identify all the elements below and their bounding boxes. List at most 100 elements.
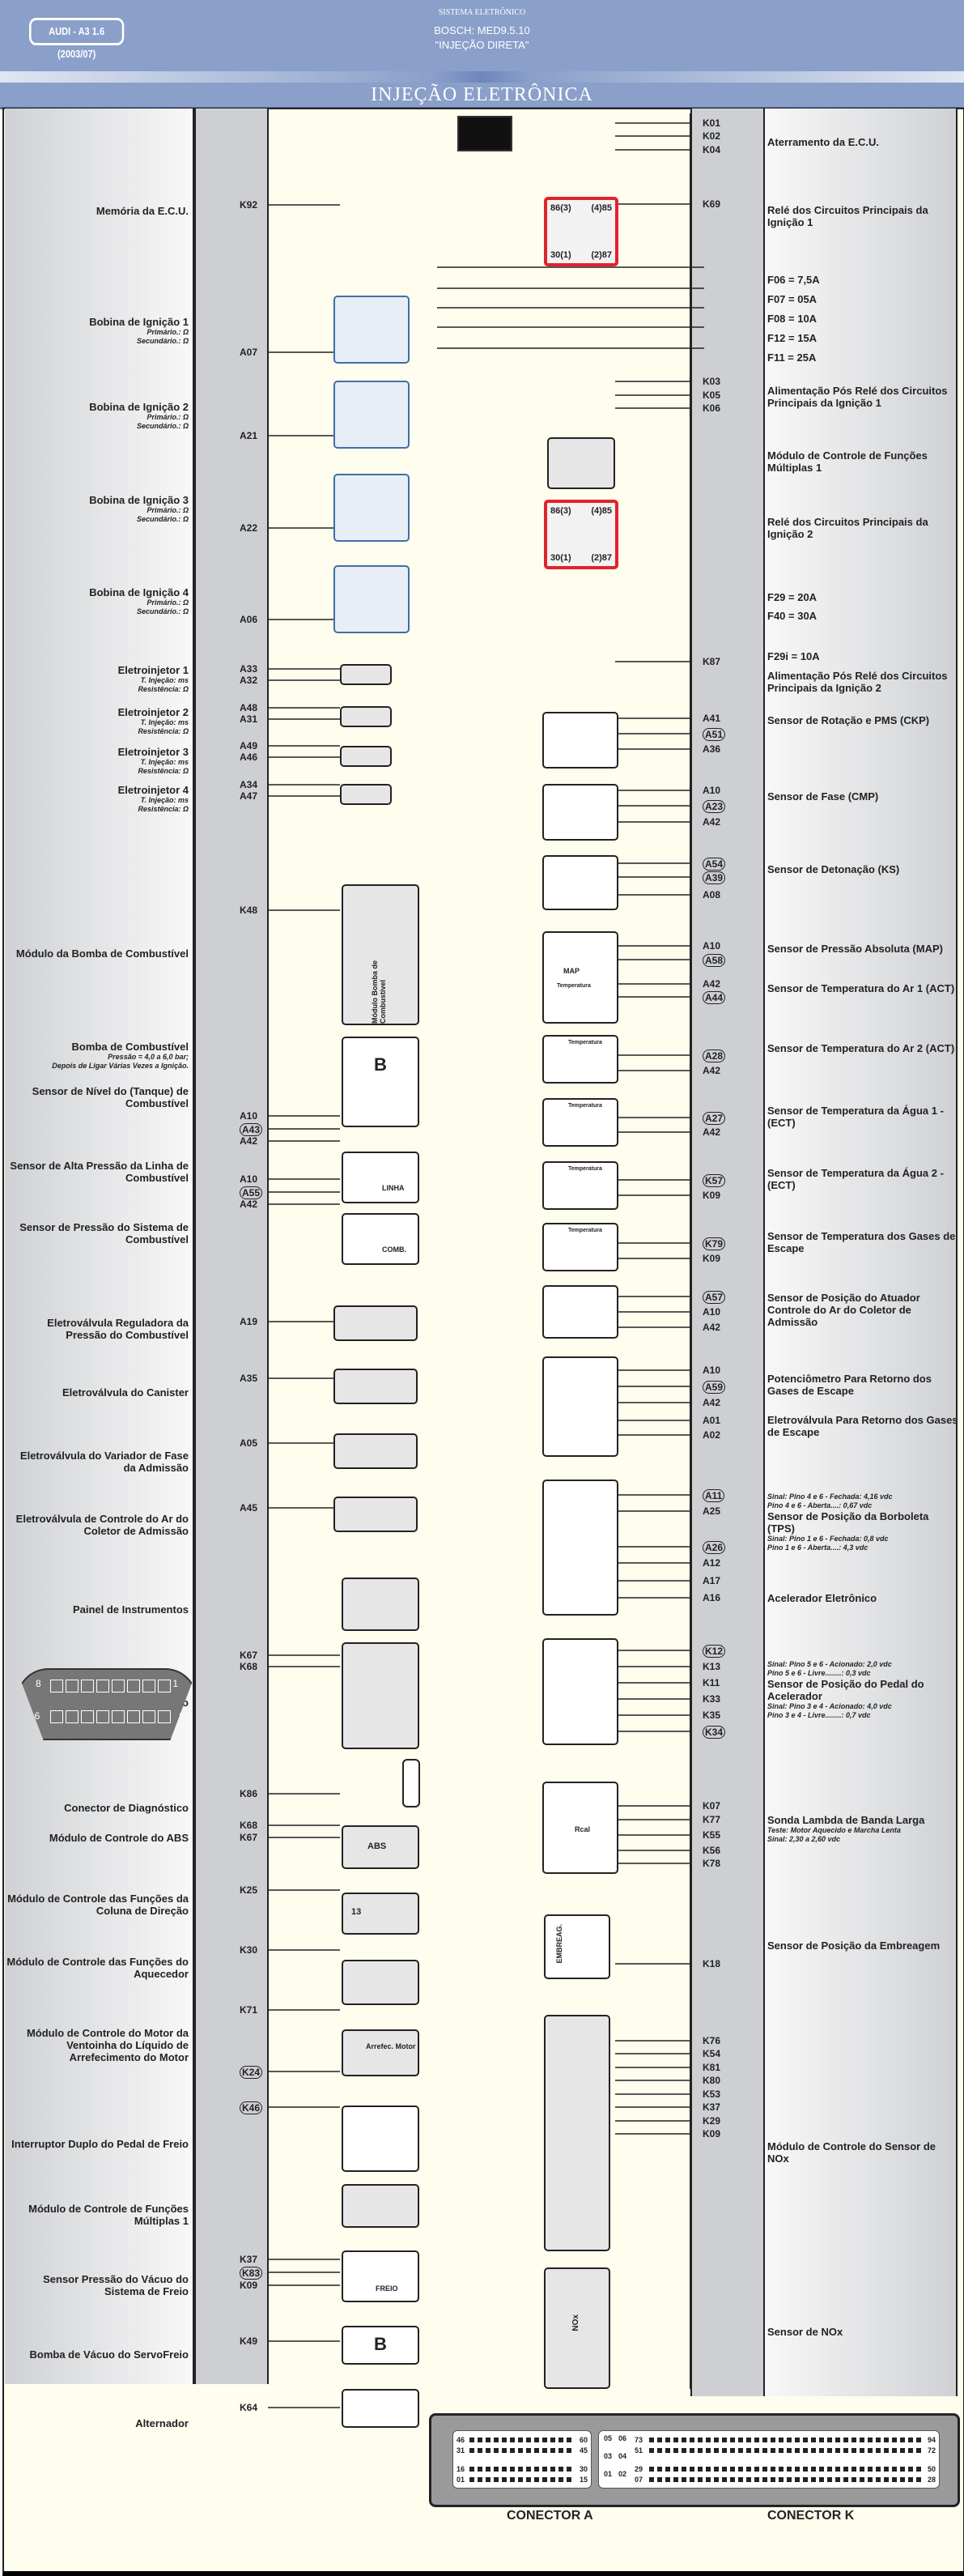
pin-a43: A43 (240, 1123, 263, 1136)
component-name: Bobina de Ignição 4 (89, 586, 189, 598)
right-component-label: Alimentação Pós Relé dos Circuitos Princ… (767, 670, 958, 694)
pin-a10: A10 (703, 940, 721, 952)
conn-k-num: 50 (927, 2465, 936, 2473)
component-spec: Pressão = 4,0 a 6,0 bar; (108, 1053, 189, 1061)
map-label: MAP (563, 967, 580, 975)
temperatura-label: Temperatura (568, 1103, 602, 1109)
battery-icon (457, 116, 512, 151)
lambda-sensor: Rcal (542, 1782, 618, 1874)
component-name: Sensor de Temperatura dos Gases de Escap… (767, 1230, 956, 1254)
pin-a28: A28 (703, 1050, 726, 1062)
pin-k69: K69 (703, 198, 721, 210)
pin-k29: K29 (703, 2115, 721, 2127)
component-name: F29i = 10A (767, 650, 820, 662)
alternator (342, 2389, 419, 2428)
pin-k67: K67 (240, 1650, 258, 1661)
pin-a10: A10 (703, 1365, 721, 1376)
obd-num-8: 8 (36, 1678, 41, 1689)
component-name: Eletroinjetor 1 (117, 664, 189, 676)
component-name: Sensor de Rotação e PMS (CKP) (767, 714, 930, 726)
conn-k-num: 06 (618, 2434, 627, 2442)
brake-vacuum-sensor: FREIO (342, 2250, 419, 2302)
obd-pin-slot (127, 1680, 140, 1692)
diagnostic-module (342, 1642, 419, 1749)
component-name: Eletroválvula do Canister (62, 1386, 189, 1399)
ecu-connector: 46 60 31 45 16 30 01 15 05 06 03 04 01 0… (429, 2413, 960, 2507)
header-divider (0, 71, 964, 83)
ect1-sensor: Temperatura (542, 1098, 618, 1147)
injector-1 (340, 664, 392, 685)
connector-k-title: CONECTOR K (767, 2509, 855, 2523)
component-name: Bobina de Ignição 2 (89, 401, 189, 413)
component-spec: Secundário.: Ω (136, 607, 189, 615)
pin-k07: K07 (703, 1800, 721, 1812)
conn-a-num: 16 (457, 2465, 465, 2473)
pin-k04: K04 (703, 144, 721, 155)
pin-a42: A42 (703, 1126, 721, 1138)
connector-k-face: 05 06 03 04 01 02 73 94 51 72 29 50 07 2… (598, 2430, 940, 2489)
left-component-label: Módulo de Controle das Funções do Aquece… (6, 1956, 189, 1980)
pin-a31: A31 (240, 713, 258, 725)
component-name: Alimentação Pós Relé dos Circuitos Princ… (767, 385, 948, 409)
pin-k71: K71 (240, 2004, 258, 2016)
component-name: Painel de Instrumentos (72, 1603, 189, 1616)
pin-k09: K09 (703, 1253, 721, 1264)
vacuum-pump-label: B (374, 2334, 387, 2354)
pin-k34: K34 (703, 1726, 726, 1739)
component-name: Eletroinjetor 4 (117, 784, 189, 796)
system-caption: SISTEMA ELETRÔNICO (438, 8, 526, 17)
ignition-coil-3 (333, 474, 410, 542)
pin-a06: A06 (240, 614, 258, 625)
ignition-coil-4 (333, 565, 410, 633)
right-component-label: F06 = 7,5A (767, 274, 958, 286)
pin-a49: A49 (240, 740, 258, 752)
fuel-rail-pressure-sensor: LINHA (342, 1152, 419, 1203)
conn-a-num: 31 (457, 2446, 465, 2455)
pin-a02: A02 (703, 1429, 721, 1441)
component-name: Sensor de Posição da Embreagem (767, 1939, 941, 1952)
conn-a-num: 60 (579, 2436, 588, 2444)
system-name: BOSCH: MED9.5.10 (434, 24, 530, 36)
comb-label: COMB. (382, 1245, 406, 1254)
pin-a12: A12 (703, 1557, 721, 1569)
component-name: Aterramento da E.C.U. (767, 136, 879, 148)
obd-pin-slot (112, 1680, 125, 1692)
right-component-label: Sensor de Pressão Absoluta (MAP) (767, 943, 958, 955)
component-name: Sonda Lambda de Banda Larga (767, 1814, 925, 1826)
nox-label: NOx (571, 2314, 580, 2331)
pin-k64: K64 (240, 2402, 258, 2413)
left-component-label: Painel de Instrumentos (73, 1603, 189, 1616)
steering-column-module: 13 (342, 1893, 419, 1935)
signal-note: Teste: Motor Aquecido e Marcha Lenta (767, 1826, 901, 1834)
conn-a-num: 45 (579, 2446, 588, 2455)
component-name: Alternador (135, 2417, 189, 2429)
component-spec: Resistência: Ω (138, 685, 189, 693)
pin-a39: A39 (703, 871, 726, 884)
pin-k76: K76 (703, 2035, 721, 2046)
phase-variator-valve (333, 1433, 418, 1469)
component-name: Bomba de Vácuo do ServoFreio (29, 2348, 189, 2361)
conn-a-num: 46 (457, 2436, 465, 2444)
pin-a44: A44 (703, 991, 726, 1004)
right-component-label: Sensor de Posição do Atuador Controle do… (767, 1292, 958, 1328)
component-name: Eletroválvula Para Retorno dos Gases de … (767, 1414, 958, 1438)
component-name: Bobina de Ignição 3 (89, 494, 189, 506)
system-type: "INJEÇÃO DIRETA" (435, 39, 529, 51)
right-component-label: Sensor de Rotação e PMS (CKP) (767, 714, 958, 726)
component-name: Bomba de Combustível (71, 1041, 189, 1053)
heater-module (342, 1960, 419, 2005)
signal-note: Sinal: Pino 3 e 4 - Acionado: 4,0 vdc (767, 1702, 892, 1710)
pin-a25: A25 (703, 1505, 721, 1517)
obd-pin-slot (50, 1710, 63, 1723)
left-component-label: Memória da E.C.U. (96, 205, 189, 217)
injector-3 (340, 746, 392, 767)
component-name: Interruptor Duplo do Pedal de Freio (11, 2138, 189, 2150)
signal-note: Pino 3 e 4 - Livre........: 0,7 vdc (767, 1711, 871, 1719)
component-name: Eletroválvula Reguladora da Pressão do C… (47, 1317, 189, 1341)
pin-k68: K68 (240, 1820, 258, 1831)
pin-k79: K79 (703, 1237, 726, 1250)
